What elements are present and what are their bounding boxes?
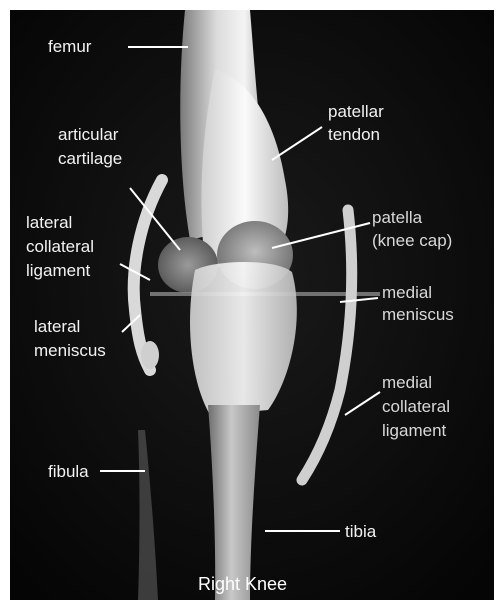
label-articular-cartilage-line2: cartilage <box>58 149 122 168</box>
label-femur: femur <box>48 37 92 56</box>
label-patella-line1: patella <box>372 208 423 227</box>
knee-anatomy-photo: femur patellar tendon articular cartilag… <box>10 10 494 600</box>
label-medial-collateral-line3: ligament <box>382 421 447 440</box>
label-fibula: fibula <box>48 462 89 481</box>
label-medial-meniscus-line2: meniscus <box>382 305 454 324</box>
label-patella-line2: (knee cap) <box>372 231 452 250</box>
label-medial-meniscus-line1: medial <box>382 283 432 302</box>
label-medial-collateral-line2: collateral <box>382 397 450 416</box>
label-patellar-tendon-line1: patellar <box>328 102 384 121</box>
label-lateral-collateral-line1: lateral <box>26 213 72 232</box>
label-patellar-tendon-line2: tendon <box>328 125 380 144</box>
label-articular-cartilage-line1: articular <box>58 125 119 144</box>
label-lateral-collateral-line2: collateral <box>26 237 94 256</box>
label-lateral-collateral-line3: ligament <box>26 261 91 280</box>
caption: Right Knee <box>198 574 287 594</box>
label-lateral-meniscus-line2: meniscus <box>34 341 106 360</box>
lateral-meniscus <box>141 341 159 369</box>
label-tibia: tibia <box>345 522 377 541</box>
label-medial-collateral-line1: medial <box>382 373 432 392</box>
label-lateral-meniscus-line1: lateral <box>34 317 80 336</box>
